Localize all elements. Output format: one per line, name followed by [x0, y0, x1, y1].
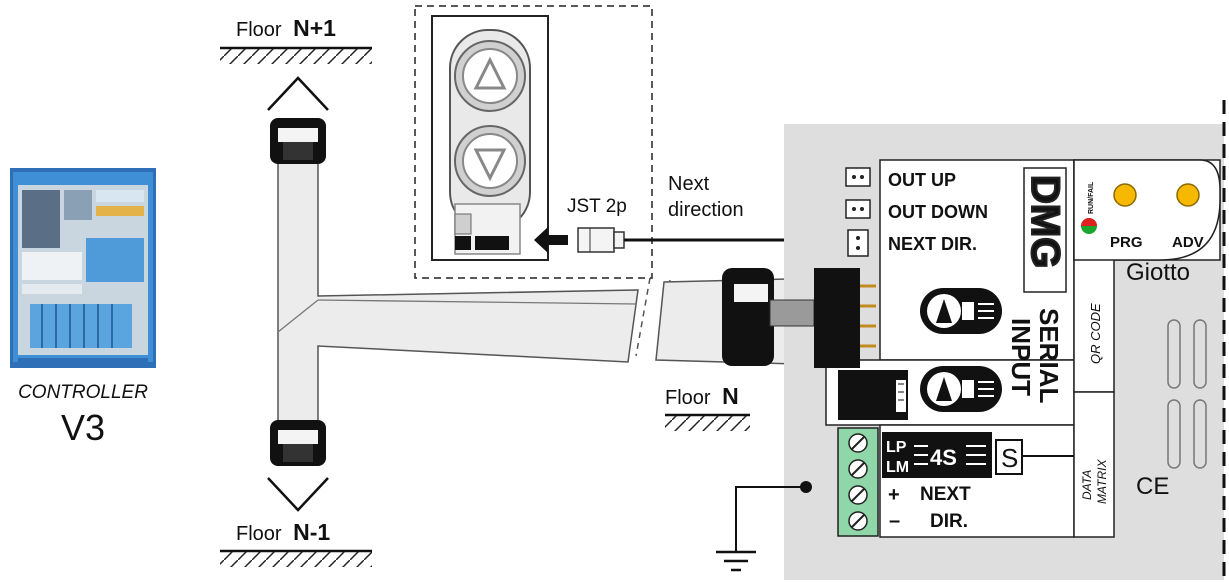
- bus-4s-label: 4S: [930, 445, 957, 470]
- data-matrix-label-1: DATA: [1080, 470, 1094, 500]
- qr-code-label: QR CODE: [1088, 303, 1103, 364]
- svg-text:Floor N: Floor N: [665, 383, 739, 409]
- cable-plug-bottom: [270, 420, 326, 466]
- floor-prefix: Floor: [236, 523, 282, 545]
- lp-label: LP: [886, 439, 907, 456]
- lm-label: LM: [886, 459, 909, 476]
- terminal-next-label: NEXT: [920, 484, 971, 505]
- floor-level: N+1: [293, 15, 336, 41]
- out-up-connector: [845, 167, 871, 187]
- floor-prefix: Floor: [236, 19, 282, 41]
- next-direction-label-2: direction: [668, 199, 744, 221]
- up-arrow-icon: [267, 76, 329, 111]
- prg-label: PRG: [1110, 234, 1143, 251]
- brand-text: DMG: [1023, 175, 1067, 268]
- out-down-connector: [845, 199, 871, 219]
- output-label-next-dir: NEXT DIR.: [888, 234, 977, 254]
- dmg-logo: DMG: [1022, 167, 1068, 293]
- adv-button[interactable]: [1176, 183, 1200, 207]
- controller-cabinet-image: [10, 168, 156, 368]
- floor-marker-lower: Floor N-1: [220, 519, 372, 567]
- jst-plug-left: [577, 227, 625, 253]
- prg-button[interactable]: [1113, 183, 1137, 207]
- ground-icon: [716, 481, 812, 572]
- serial-input-label-2: INPUT: [1006, 318, 1036, 396]
- serial-input-label-1: SERIAL: [1034, 308, 1064, 403]
- status-led-icon: [1081, 218, 1097, 234]
- terminal-plus: +: [888, 484, 900, 506]
- module-name: Giotto: [1126, 259, 1190, 286]
- floor-marker-middle: Floor N: [665, 383, 750, 431]
- floor-level: N: [722, 383, 739, 409]
- panel-connector: [454, 203, 521, 255]
- serial-input-connector: [722, 268, 876, 368]
- next-dir-connector: [847, 229, 869, 257]
- floor-level: N-1: [293, 519, 330, 545]
- controller-label: CONTROLLER: [18, 382, 148, 403]
- triangle-up-icon: [473, 56, 507, 90]
- ce-mark: CE: [1136, 473, 1169, 500]
- s-symbol: S: [1001, 443, 1018, 473]
- floor-prefix: Floor: [665, 387, 711, 409]
- bus-4s-badge: LP LM 4S: [882, 432, 992, 478]
- rj-connector: [838, 370, 908, 420]
- jst-connector-label: JST 2p: [567, 196, 627, 217]
- cable-plug-top: [270, 118, 326, 164]
- vent-slots: [1167, 319, 1207, 469]
- adv-label: ADV: [1172, 234, 1204, 251]
- controller-version: V3: [61, 407, 105, 448]
- terminal-block: [837, 427, 879, 537]
- s-symbol-box: [995, 439, 1023, 475]
- run-fail-label: RUN/FAIL: [1088, 181, 1095, 214]
- triangle-down-icon: [473, 148, 507, 182]
- output-label-out-up: OUT UP: [888, 170, 956, 190]
- svg-text:Floor N+1: Floor N+1: [236, 15, 336, 41]
- down-call-button[interactable]: [454, 125, 526, 197]
- terminal-minus: –: [889, 510, 900, 532]
- up-call-button[interactable]: [454, 40, 526, 112]
- protocol-icon-lower: [920, 366, 1002, 412]
- terminal-dir-label: DIR.: [930, 511, 968, 532]
- svg-text:Floor N-1: Floor N-1: [236, 519, 330, 545]
- protocol-icon-upper: [920, 288, 1002, 334]
- insert-arrow-icon: [534, 227, 568, 253]
- output-label-out-down: OUT DOWN: [888, 202, 988, 222]
- floor-marker-upper: Floor N+1: [220, 15, 372, 64]
- down-arrow-icon: [267, 477, 329, 512]
- data-matrix-label-2: MATRIX: [1095, 459, 1109, 504]
- next-direction-label-1: Next: [668, 173, 710, 195]
